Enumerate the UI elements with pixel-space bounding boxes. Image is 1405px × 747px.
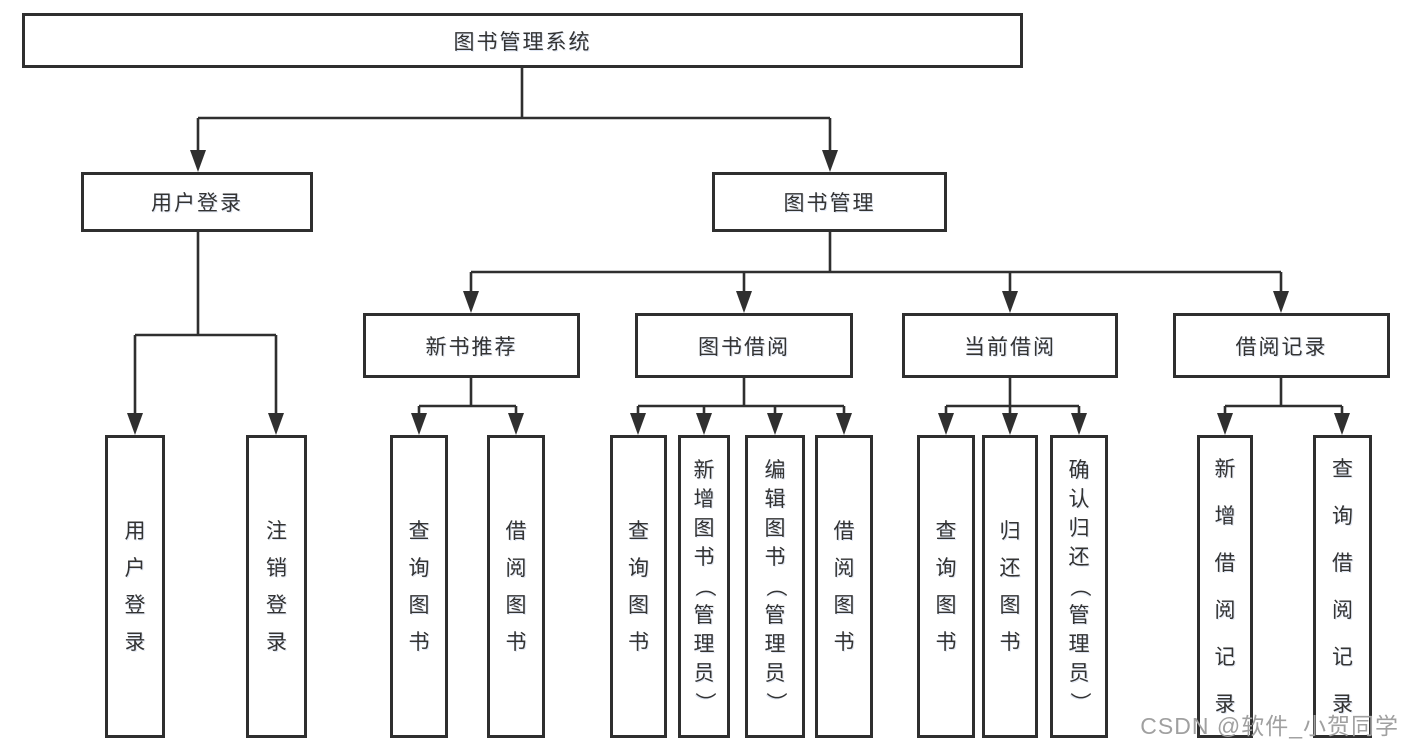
arrowheads (127, 150, 1350, 435)
node-book-management-module: 图书管理 (712, 172, 947, 232)
leaf-query-books-borrow: 查询图书 (610, 435, 667, 738)
leaf-query-books-current: 查询图书 (917, 435, 975, 738)
leaf-query-books-recommend: 查询图书 (390, 435, 448, 738)
node-book-borrow: 图书借阅 (635, 313, 853, 378)
leaf-add-books-admin: 新增图书（管理员） (678, 435, 730, 738)
node-user-login-module: 用户登录 (81, 172, 313, 232)
leaf-logout: 注销登录 (246, 435, 307, 738)
leaf-edit-books-admin: 编辑图书（管理员） (745, 435, 805, 738)
leaf-query-borrow-record: 查询借阅记录 (1313, 435, 1372, 738)
node-borrow-records: 借阅记录 (1173, 313, 1390, 378)
node-current-borrow: 当前借阅 (902, 313, 1118, 378)
node-root-system: 图书管理系统 (22, 13, 1023, 68)
leaf-borrow-books: 借阅图书 (815, 435, 873, 738)
node-new-book-recommend: 新书推荐 (363, 313, 580, 378)
leaf-add-borrow-record: 新增借阅记录 (1197, 435, 1253, 738)
leaf-return-books: 归还图书 (982, 435, 1038, 738)
csdn-watermark: CSDN @软件_小贺同学 (1140, 713, 1399, 739)
leaf-confirm-return-admin: 确认归还（管理员） (1050, 435, 1108, 738)
leaf-user-login: 用户登录 (105, 435, 165, 738)
leaf-borrow-books-recommend: 借阅图书 (487, 435, 545, 738)
